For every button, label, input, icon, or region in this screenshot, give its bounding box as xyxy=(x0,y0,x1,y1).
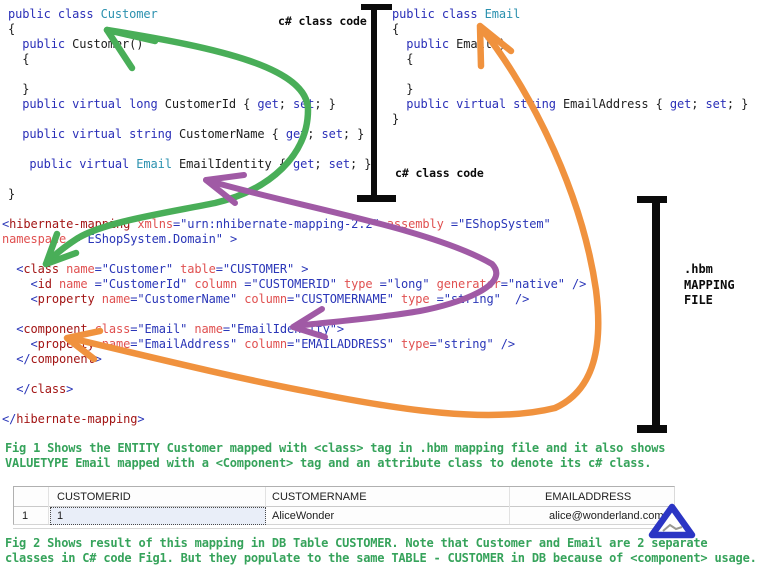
column-header-customerid[interactable]: CUSTOMERID xyxy=(57,491,131,503)
cell-customername[interactable]: AliceWonder xyxy=(272,510,335,522)
code-line: public Email() xyxy=(392,37,506,51)
code-line xyxy=(8,142,371,157)
code-line: } xyxy=(8,187,16,201)
divider-bracket-bar xyxy=(371,6,377,199)
code-line: public virtual Email EmailIdentity { get… xyxy=(8,157,372,171)
customer-class-code: public class Customer{ public Customer()… xyxy=(8,7,371,202)
triangle-outline xyxy=(648,503,696,539)
code-line: { xyxy=(392,52,414,66)
fig1-caption-line2: VALUETYPE Email mapped with a <Component… xyxy=(5,456,652,470)
db-result-grid: CUSTOMERID CUSTOMERNAME EMAILADDRESS 1 1… xyxy=(13,486,675,525)
code-line: </component> xyxy=(16,352,102,366)
hbm-bracket-top-cap xyxy=(637,196,667,203)
code-line: <class name="Customer" table="CUSTOMER" … xyxy=(16,262,309,276)
grid-header-separator xyxy=(14,506,674,507)
code-line: public virtual long CustomerId { get; se… xyxy=(8,97,336,111)
code-line: } xyxy=(392,82,414,96)
fig1-caption-line1: Fig 1 Shows the ENTITY Customer mapped w… xyxy=(5,441,666,455)
code-line: { xyxy=(8,52,30,66)
hbm-mapping-code: <hibernate-mapping xmlns="urn:nhibernate… xyxy=(2,217,586,427)
fig2-caption-line1: Fig 2 Shows result of this mapping in DB… xyxy=(5,536,708,550)
code-line xyxy=(2,397,586,412)
code-line: public virtual string CustomerName { get… xyxy=(8,127,365,141)
code-line xyxy=(2,247,586,262)
grid-column-border xyxy=(509,487,510,524)
code-line: <hibernate-mapping xmlns="urn:nhibernate… xyxy=(2,217,551,231)
code-line: public class Email xyxy=(392,7,521,21)
divider-bracket-bottom-cap xyxy=(357,195,396,202)
code-line xyxy=(8,112,371,127)
code-line xyxy=(8,67,371,82)
code-line: </hibernate-mapping> xyxy=(2,412,145,426)
code-line: <component class="Email" name="EmailIden… xyxy=(16,322,344,336)
code-line: { xyxy=(8,22,16,36)
code-line: { xyxy=(392,22,400,36)
code-line: <id name ="CustomerId" column ="CUSTOMER… xyxy=(30,277,587,291)
column-header-customername[interactable]: CUSTOMERNAME xyxy=(272,491,367,503)
code-line: public Customer() xyxy=(8,37,144,51)
code-line: } xyxy=(8,82,30,96)
code-line xyxy=(2,367,586,382)
code-line xyxy=(392,67,748,82)
code-line: <property name="CustomerName" column="CU… xyxy=(30,292,530,306)
hbm-file-label: .hbm MAPPING FILE xyxy=(684,262,735,307)
row-header[interactable]: 1 xyxy=(22,510,29,522)
triangle-inner-mark xyxy=(662,523,683,532)
grid-column-border xyxy=(48,487,49,524)
column-header-emailaddress[interactable]: EMAILADDRESS xyxy=(545,491,632,503)
code-line xyxy=(8,172,371,187)
hbm-bracket-bottom-cap xyxy=(637,425,667,433)
code-line xyxy=(2,307,586,322)
selected-cell[interactable] xyxy=(50,507,266,525)
csharp-code-label-top: c# class code xyxy=(278,14,367,28)
hbm-bracket-bar xyxy=(652,196,660,433)
divider-bracket-top-cap xyxy=(361,4,392,10)
grid-bottom-shadow xyxy=(13,528,673,529)
code-line: namespace ="EShopSystem.Domain" > xyxy=(2,232,238,246)
email-class-code: public class Email{ public Email() { } p… xyxy=(392,7,748,127)
fig2-caption-line2: classes in C# code Fig1. But they popula… xyxy=(5,551,757,565)
cell-emailaddress[interactable]: alice@wonderland.com xyxy=(549,510,664,522)
code-line: public class Customer xyxy=(8,7,158,21)
blue-triangle-icon xyxy=(648,503,696,539)
code-line: </class> xyxy=(16,382,74,396)
cell-customerid[interactable]: 1 xyxy=(57,510,64,522)
code-line: <property name="EmailAddress" column="EM… xyxy=(30,337,516,351)
code-line: } xyxy=(392,112,400,126)
code-line: public virtual string EmailAddress { get… xyxy=(392,97,749,111)
grid-column-border xyxy=(265,487,266,524)
csharp-code-label-bottom: c# class code xyxy=(395,166,484,180)
